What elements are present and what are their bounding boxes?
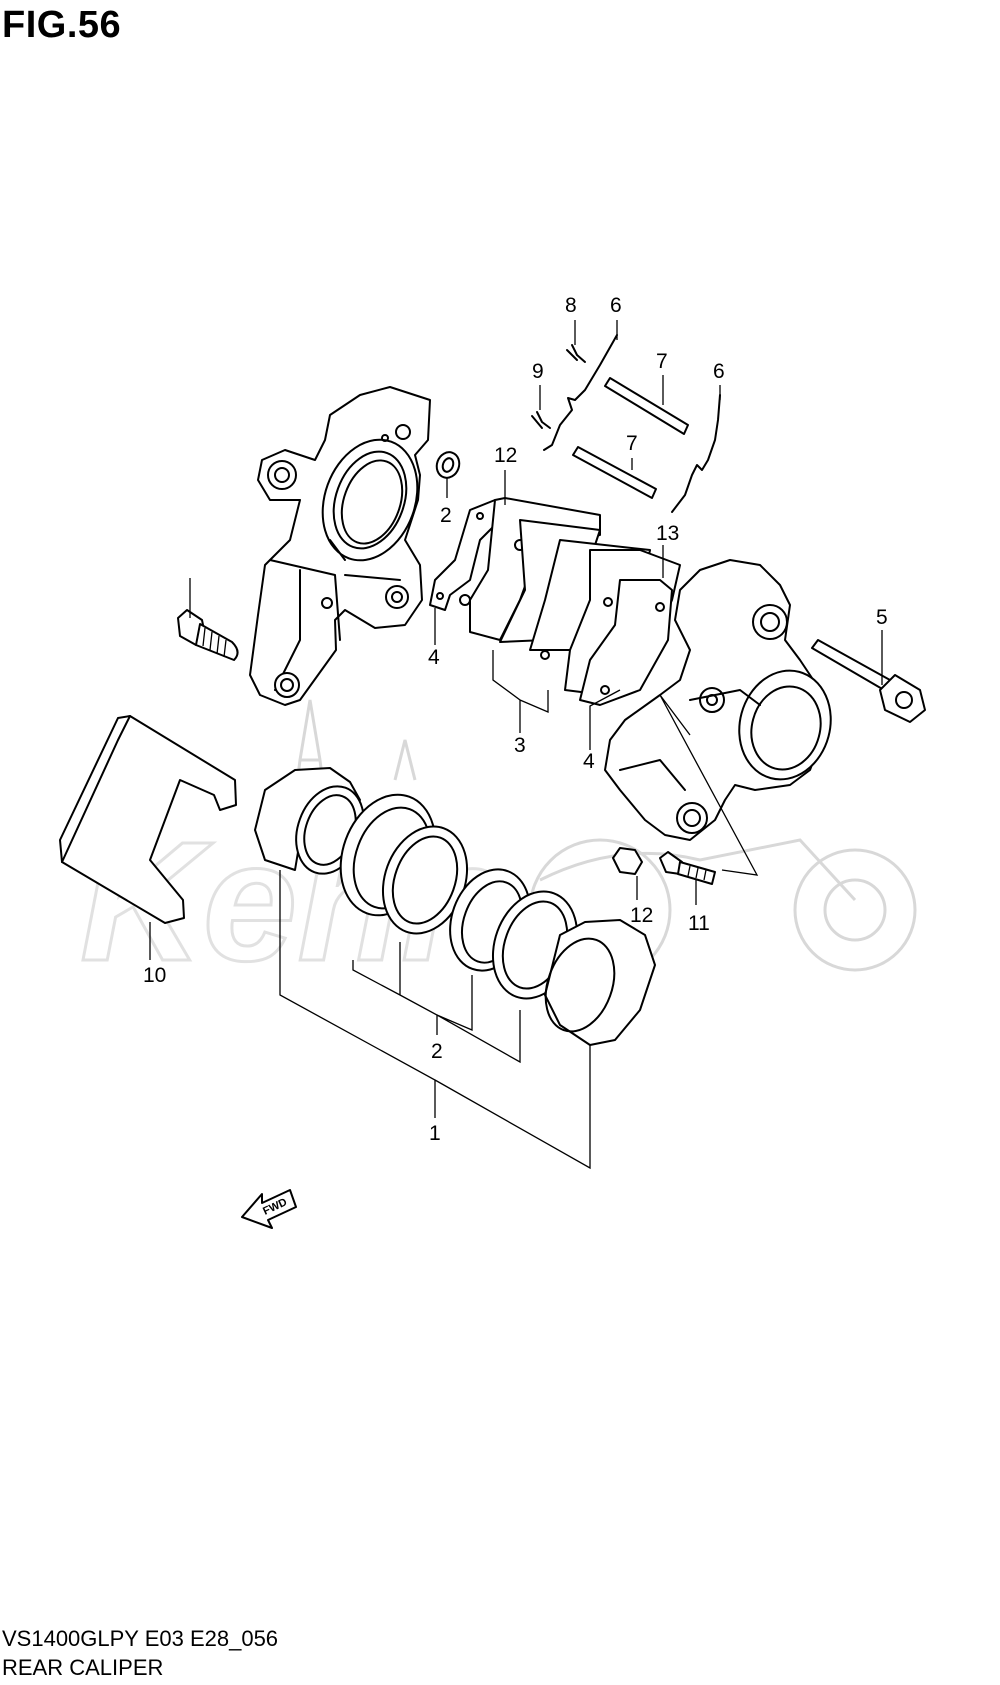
callout-2: 2: [440, 504, 452, 527]
callout-5: 5: [876, 606, 888, 629]
section-name: REAR CALIPER: [2, 1655, 164, 1680]
callout-4: 4: [428, 646, 440, 669]
figure-title: FIG.56: [2, 4, 122, 46]
forward-direction-arrow: FWD: [241, 1189, 297, 1229]
callout-12: 12: [494, 444, 517, 467]
callout-8: 8: [565, 294, 577, 317]
callout-12: 13: [656, 522, 679, 545]
caliper-bolt-part: [811, 639, 926, 723]
callout-8: 9: [532, 360, 544, 383]
pad-spring-parts: [531, 334, 721, 513]
model-code: VS1400GLPY E03 E28_056: [2, 1626, 279, 1651]
callout-7: 7: [656, 350, 668, 373]
bleeder-valve-part: [659, 851, 716, 885]
callout-6: 6: [713, 360, 725, 383]
callout-labels: 8 6 9 7 6 7 12 2 13 5 4 3 4 12 11 10 2 1: [143, 294, 888, 1145]
callout-6: 6: [610, 294, 622, 317]
callout-11: 12: [630, 904, 653, 927]
brake-pad-set-part: [429, 497, 681, 706]
leader-lines: [149, 320, 883, 1170]
caliper-body-part: [604, 559, 832, 841]
pad-spring-plate-part: [59, 715, 237, 924]
piston-seal-set-part: [254, 767, 656, 1046]
bleeder-cap-part: [612, 847, 643, 875]
callout-10: 11: [688, 912, 710, 935]
callout-4: 4: [583, 750, 595, 773]
callout-7: 7: [626, 432, 638, 455]
washer-part: [435, 451, 461, 479]
caliper-bracket-part: [249, 386, 431, 706]
callout-1: 1: [429, 1122, 441, 1145]
bracket-bolt-part: [177, 609, 239, 661]
callout-3: 3: [514, 734, 526, 757]
callout-9: 10: [143, 964, 166, 987]
callout-2: 2: [431, 1040, 443, 1063]
pad-pin-parts: [572, 377, 689, 499]
